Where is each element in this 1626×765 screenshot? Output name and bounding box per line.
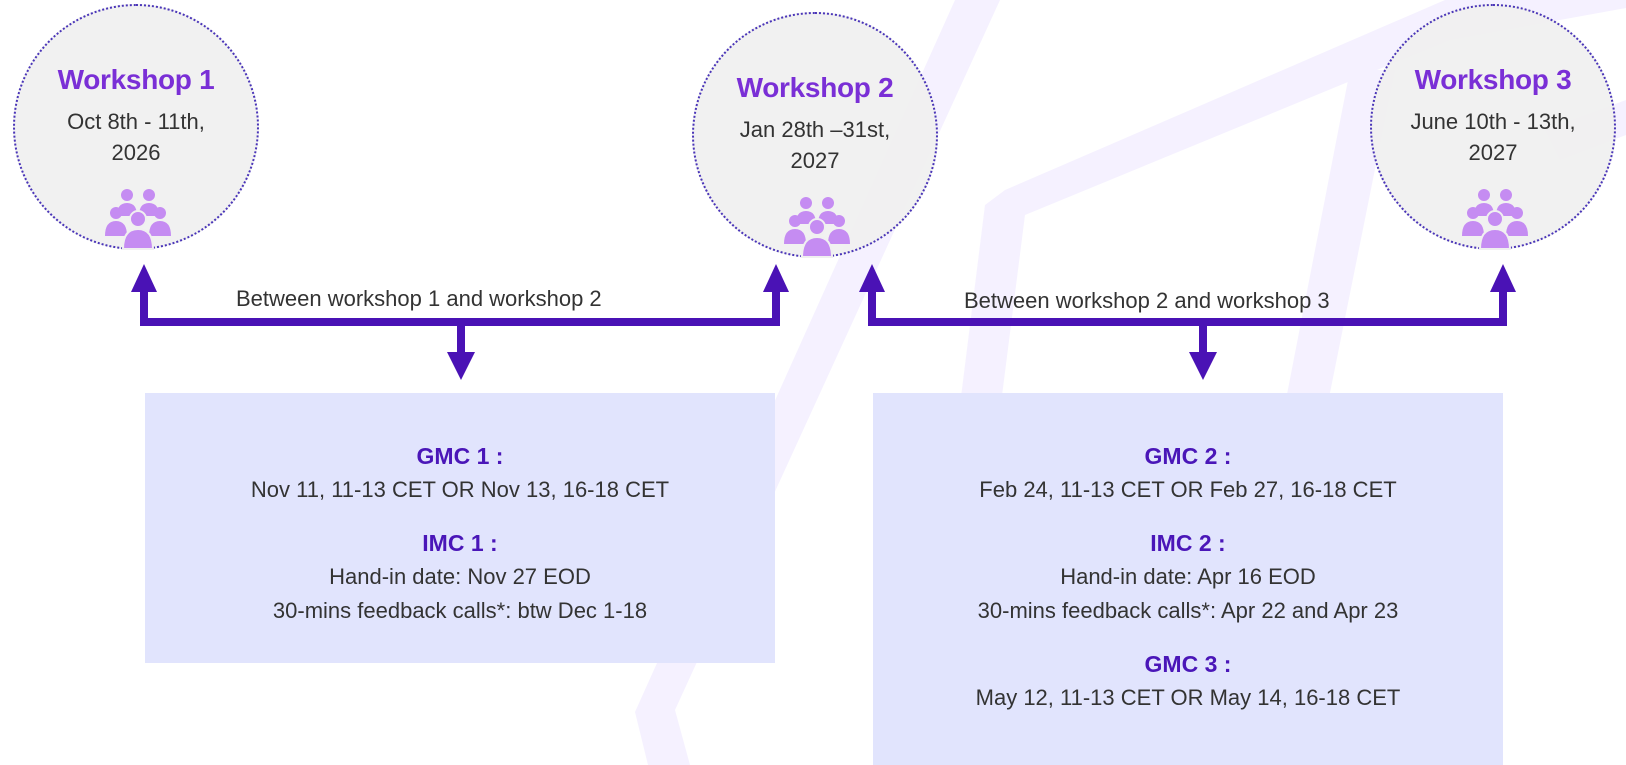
gmc-heading: GMC 3 : — [1144, 651, 1232, 677]
feedback-calls: 30-mins feedback calls*: btw Dec 1-18 — [272, 598, 648, 623]
workshop-1-circle: Workshop 1 Oct 8th - 11th, 2026 — [13, 4, 259, 250]
info-box-2: GMC 2 : Feb 24, 11-13 CET OR Feb 27, 16-… — [873, 393, 1503, 765]
feedback-calls: 30-mins feedback calls*: Apr 22 and Apr … — [977, 598, 1399, 623]
gmc-slots: May 12, 11-13 CET OR May 14, 16-18 CET — [975, 685, 1401, 710]
imc-1-block: IMC 1 : Hand-in date: Nov 27 EOD 30-mins… — [145, 527, 775, 628]
between-label-2-3: Between workshop 2 and workshop 3 — [964, 288, 1330, 313]
gmc-slots: Nov 11, 11-13 CET OR Nov 13, 16-18 CET — [250, 477, 670, 502]
info-box-1: GMC 1 : Nov 11, 11-13 CET OR Nov 13, 16-… — [145, 393, 775, 663]
people-group-icon — [105, 189, 171, 250]
bracket-workshop-1-2 — [140, 290, 780, 356]
between-label-1-2: Between workshop 1 and workshop 2 — [236, 286, 602, 311]
workshop-dates: Oct 8th - 11th, 2026 — [67, 109, 205, 165]
imc-2-block: IMC 2 : Hand-in date: Apr 16 EOD 30-mins… — [873, 527, 1503, 628]
imc-heading: IMC 2 : — [1150, 530, 1226, 556]
gmc-slots: Feb 24, 11-13 CET OR Feb 27, 16-18 CET — [979, 477, 1397, 502]
arrow-down — [1189, 352, 1217, 380]
bracket-line — [868, 290, 1507, 326]
gmc-3-block: GMC 3 : May 12, 11-13 CET OR May 14, 16-… — [873, 648, 1503, 715]
imc-heading: IMC 1 : — [422, 530, 498, 556]
workshop-dates: June 10th - 13th, 2027 — [1410, 109, 1576, 165]
gmc-heading: GMC 2 : — [1144, 443, 1232, 469]
workshop-title: Workshop 1 — [57, 64, 215, 95]
hand-in-date: Hand-in date: Apr 16 EOD — [1060, 564, 1316, 589]
arrow-up-right — [1490, 264, 1516, 292]
arrow-up-left — [131, 264, 157, 292]
workshop-2-circle: Workshop 2 Jan 28th –31st, 2027 — [692, 12, 938, 258]
gmc-2-block: GMC 2 : Feb 24, 11-13 CET OR Feb 27, 16-… — [873, 440, 1503, 507]
bracket-workshop-2-3 — [868, 290, 1507, 356]
workshop-title: Workshop 2 — [736, 72, 894, 103]
arrow-up-left — [859, 264, 885, 292]
people-group-icon — [784, 197, 850, 258]
arrow-up-right — [763, 264, 789, 292]
workshop-3-circle: Workshop 3 June 10th - 13th, 2027 — [1370, 4, 1616, 250]
gmc-heading: GMC 1 : — [416, 443, 504, 469]
workshop-dates: Jan 28th –31st, 2027 — [739, 117, 891, 173]
gmc-1-block: GMC 1 : Nov 11, 11-13 CET OR Nov 13, 16-… — [145, 440, 775, 507]
people-group-icon — [1462, 189, 1528, 250]
workshop-title: Workshop 3 — [1414, 64, 1572, 95]
arrow-down — [447, 352, 475, 380]
hand-in-date: Hand-in date: Nov 27 EOD — [329, 564, 591, 589]
